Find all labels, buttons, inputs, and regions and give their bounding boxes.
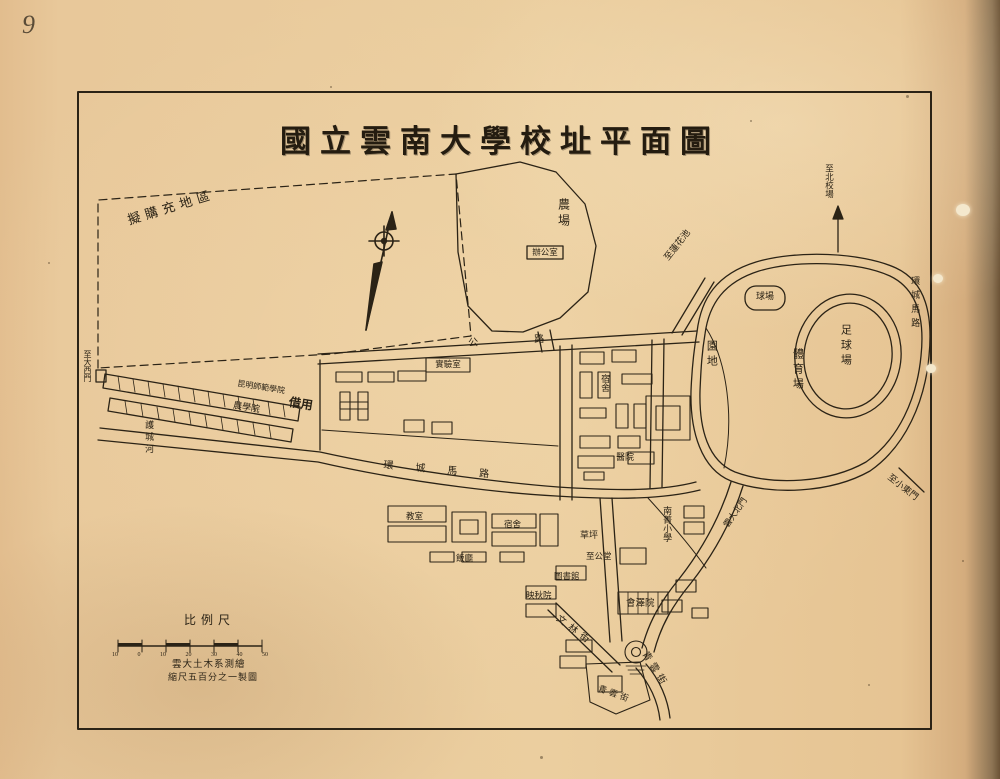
- label-huize-hall: 會澤院: [626, 599, 655, 609]
- label-hospital: 醫院: [616, 452, 635, 462]
- scale-tick: 10: [112, 652, 118, 658]
- label-nanjing-school: 南菁小學: [662, 506, 673, 542]
- label-to-north-ground: 至北校場: [824, 164, 835, 198]
- west-building-rows: [95, 369, 301, 443]
- central-buildings: [335, 349, 691, 481]
- label-ball-court: 球場: [755, 291, 774, 301]
- label-lab: 實驗室: [435, 359, 461, 369]
- scale-note-2: 縮尺五百分之一製圖: [168, 672, 259, 682]
- paper-speck: [48, 262, 50, 264]
- label-moat: 護城河: [144, 420, 155, 456]
- planned-expansion-area: [97, 173, 472, 369]
- label-football-field: 足球場: [839, 324, 852, 369]
- compass-rose: [365, 211, 400, 331]
- label-dorm-south: 宿舍: [504, 519, 522, 529]
- roads: [97, 205, 925, 721]
- label-lawn: 草坪: [580, 530, 599, 540]
- label-ring-road-east: 環城馬路: [910, 276, 921, 332]
- scale-tick: 40: [236, 652, 243, 658]
- scale-tick: 50: [262, 652, 268, 658]
- paper-speck: [330, 86, 332, 88]
- label-zhigong-hall: 至公堂: [586, 551, 612, 561]
- paper-damage-spot: [933, 274, 943, 283]
- label-office: 辦公室: [532, 247, 558, 257]
- label-to-great-west-gate: 至大西門: [82, 350, 92, 382]
- label-dorm-north: 宿舍: [600, 374, 611, 392]
- label-dining: 飯廳: [456, 553, 474, 563]
- scale-tick-numbers: 10 0 10 20 30 40 50: [112, 652, 268, 658]
- paper-speck: [868, 684, 870, 686]
- label-classroom: 教室: [406, 511, 424, 521]
- scale-title: 比例尺: [184, 613, 236, 627]
- farm-area: [455, 161, 597, 353]
- paper-speck: [750, 120, 752, 122]
- map-frame: [77, 91, 932, 730]
- scale-tick: 30: [211, 652, 217, 658]
- scale-tick: 10: [160, 652, 166, 658]
- label-garden-plot: 園地: [705, 340, 718, 370]
- paper-damage-spot: [926, 364, 936, 373]
- label-library: 圖書館: [554, 571, 580, 581]
- sports-park-area: [690, 253, 931, 491]
- scale-bar: [117, 639, 263, 653]
- label-farm: 農場: [556, 198, 571, 230]
- paper-speck: [906, 95, 909, 98]
- paper-damage-spot: [956, 204, 970, 216]
- label-sports-ground: 體育場: [791, 348, 804, 393]
- scale-tick: 0: [137, 652, 141, 658]
- paper-speck: [962, 560, 964, 562]
- campus-core-buildings: [387, 505, 709, 715]
- scale-tick: 20: [185, 652, 192, 658]
- paper-speck: [540, 756, 543, 759]
- scale-note-1: 雲大土木系測繪: [172, 660, 246, 670]
- label-yingqiu-hall: 映秋院: [526, 590, 552, 600]
- page-title: 國立雲南大學校址平面圖: [280, 124, 720, 159]
- handwritten-page-number: 9: [22, 10, 35, 39]
